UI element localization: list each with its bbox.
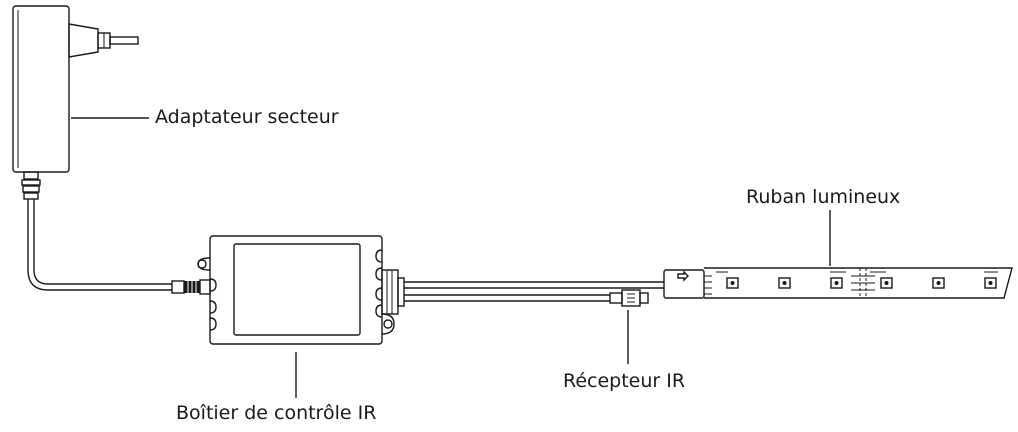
adapter-cable [27, 199, 172, 291]
receiver-label: Récepteur IR [563, 370, 686, 392]
adapter-plug-pin [109, 36, 139, 45]
strip-body [704, 267, 1013, 299]
strip-led [984, 277, 997, 289]
adapter-body [12, 5, 70, 173]
controller-body [209, 235, 383, 345]
strip-led [726, 277, 739, 289]
controller-mount-hole-left [197, 259, 207, 269]
ir-receiver [609, 289, 649, 364]
strip-led [830, 277, 843, 289]
power-adapter [12, 5, 211, 295]
controller-right-tab [375, 249, 383, 263]
adapter-label: Adaptateur secteur [155, 106, 339, 128]
led-strip [663, 210, 1013, 299]
ir-controller-box [197, 235, 405, 398]
output-cables [404, 281, 664, 302]
controller-output-connector [381, 269, 399, 315]
adapter-plug-base [68, 23, 99, 58]
strip-led [932, 277, 945, 289]
strip-connector [663, 269, 705, 299]
adapter-strain-relief [23, 171, 39, 180]
strip-led [880, 277, 893, 289]
controller-mount-hole-right [383, 319, 393, 329]
controller-label: Boîtier de contrôle IR [176, 402, 377, 424]
controller-panel [233, 243, 361, 336]
strip-led [778, 277, 791, 289]
strip-label: Ruban lumineux [746, 186, 901, 208]
